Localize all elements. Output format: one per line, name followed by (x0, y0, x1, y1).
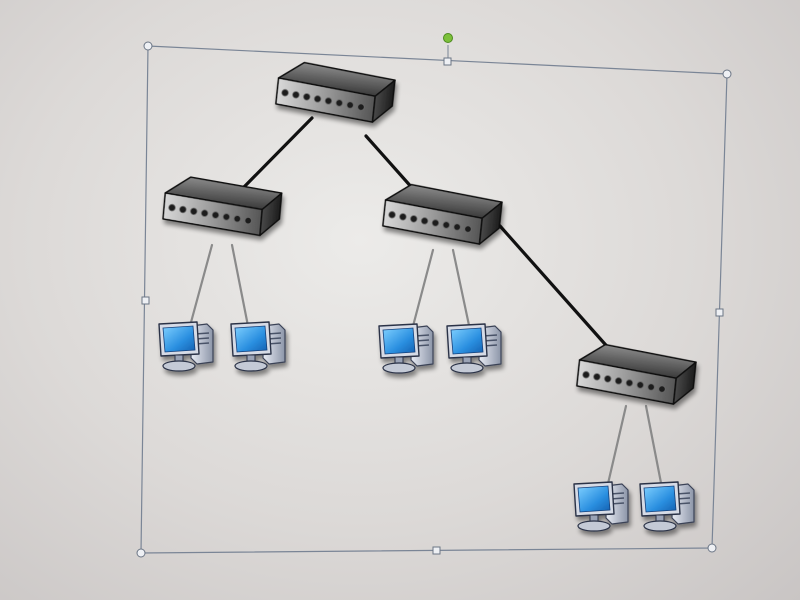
rotation-handle[interactable] (443, 33, 453, 43)
switch-port-icon (346, 101, 354, 109)
resize-handle-bottom-left[interactable] (136, 548, 146, 558)
network-switch-icon-switch-right[interactable] (576, 342, 697, 406)
switch-port-icon (636, 381, 644, 389)
switch-port-icon (200, 209, 209, 217)
switch-port-icon (335, 99, 343, 107)
switch-port-icon (442, 221, 450, 229)
switch-port-icon (281, 89, 289, 97)
resize-handle-top-right[interactable] (722, 69, 732, 79)
link-switch-root-to-switch-left (242, 116, 314, 189)
switch-port-icon (303, 93, 311, 101)
switch-port-icon (410, 215, 418, 223)
switch-port-icon (431, 219, 440, 227)
switch-port-icon (582, 371, 590, 379)
link-switch-right-to-pc-6 (644, 404, 664, 490)
switch-port-icon (399, 213, 407, 221)
selection-frame[interactable] (140, 45, 728, 554)
resize-handle-right[interactable] (715, 308, 724, 317)
switch-port-icon (292, 91, 300, 99)
network-switch-icon-switch-middle[interactable] (382, 182, 503, 246)
switch-port-icon (233, 215, 241, 223)
workstation-icon-pc-1[interactable] (158, 321, 214, 372)
resize-handle-bottom-right[interactable] (707, 543, 717, 553)
workstation-icon-pc-5[interactable] (573, 481, 629, 532)
workstation-icon-pc-2[interactable] (230, 321, 286, 372)
switch-port-icon (647, 383, 655, 391)
resize-handle-left[interactable] (141, 296, 150, 305)
link-switch-left-to-pc-2 (230, 243, 250, 328)
workstation-icon-pc-3[interactable] (378, 323, 434, 374)
switch-port-icon (357, 103, 365, 111)
network-switch-icon-switch-root[interactable] (275, 60, 396, 124)
workstation-icon-pc-4[interactable] (446, 323, 502, 374)
resize-handle-bottom[interactable] (432, 546, 441, 555)
link-switch-right-to-pc-5 (605, 404, 628, 490)
switch-port-icon (614, 377, 623, 385)
switch-port-icon (464, 225, 472, 233)
switch-port-icon (179, 205, 187, 214)
link-switch-root-to-switch-middle (364, 134, 416, 192)
network-switch-icon-switch-left[interactable] (162, 175, 283, 237)
link-switch-middle-to-pc-4 (451, 248, 472, 332)
switch-port-icon (190, 207, 198, 216)
resize-handle-top[interactable] (443, 57, 452, 66)
switch-port-icon (211, 211, 220, 219)
switch-port-icon (324, 97, 333, 105)
switch-port-icon (388, 211, 396, 219)
switch-port-icon (222, 213, 231, 221)
switch-port-icon (168, 203, 176, 212)
switch-port-icon (453, 223, 461, 231)
switch-port-icon (625, 379, 634, 387)
switch-port-icon (313, 95, 322, 103)
resize-handle-top-left[interactable] (143, 41, 153, 51)
workstation-icon-pc-6[interactable] (639, 481, 695, 532)
switch-port-icon (244, 216, 252, 225)
switch-port-icon (420, 217, 429, 225)
link-switch-middle-to-switch-right (498, 224, 614, 354)
switch-port-icon (593, 373, 601, 381)
link-switch-left-to-pc-1 (188, 243, 214, 328)
link-switch-middle-to-pc-3 (410, 248, 435, 332)
switch-port-icon (658, 385, 666, 393)
switch-port-icon (604, 375, 612, 383)
